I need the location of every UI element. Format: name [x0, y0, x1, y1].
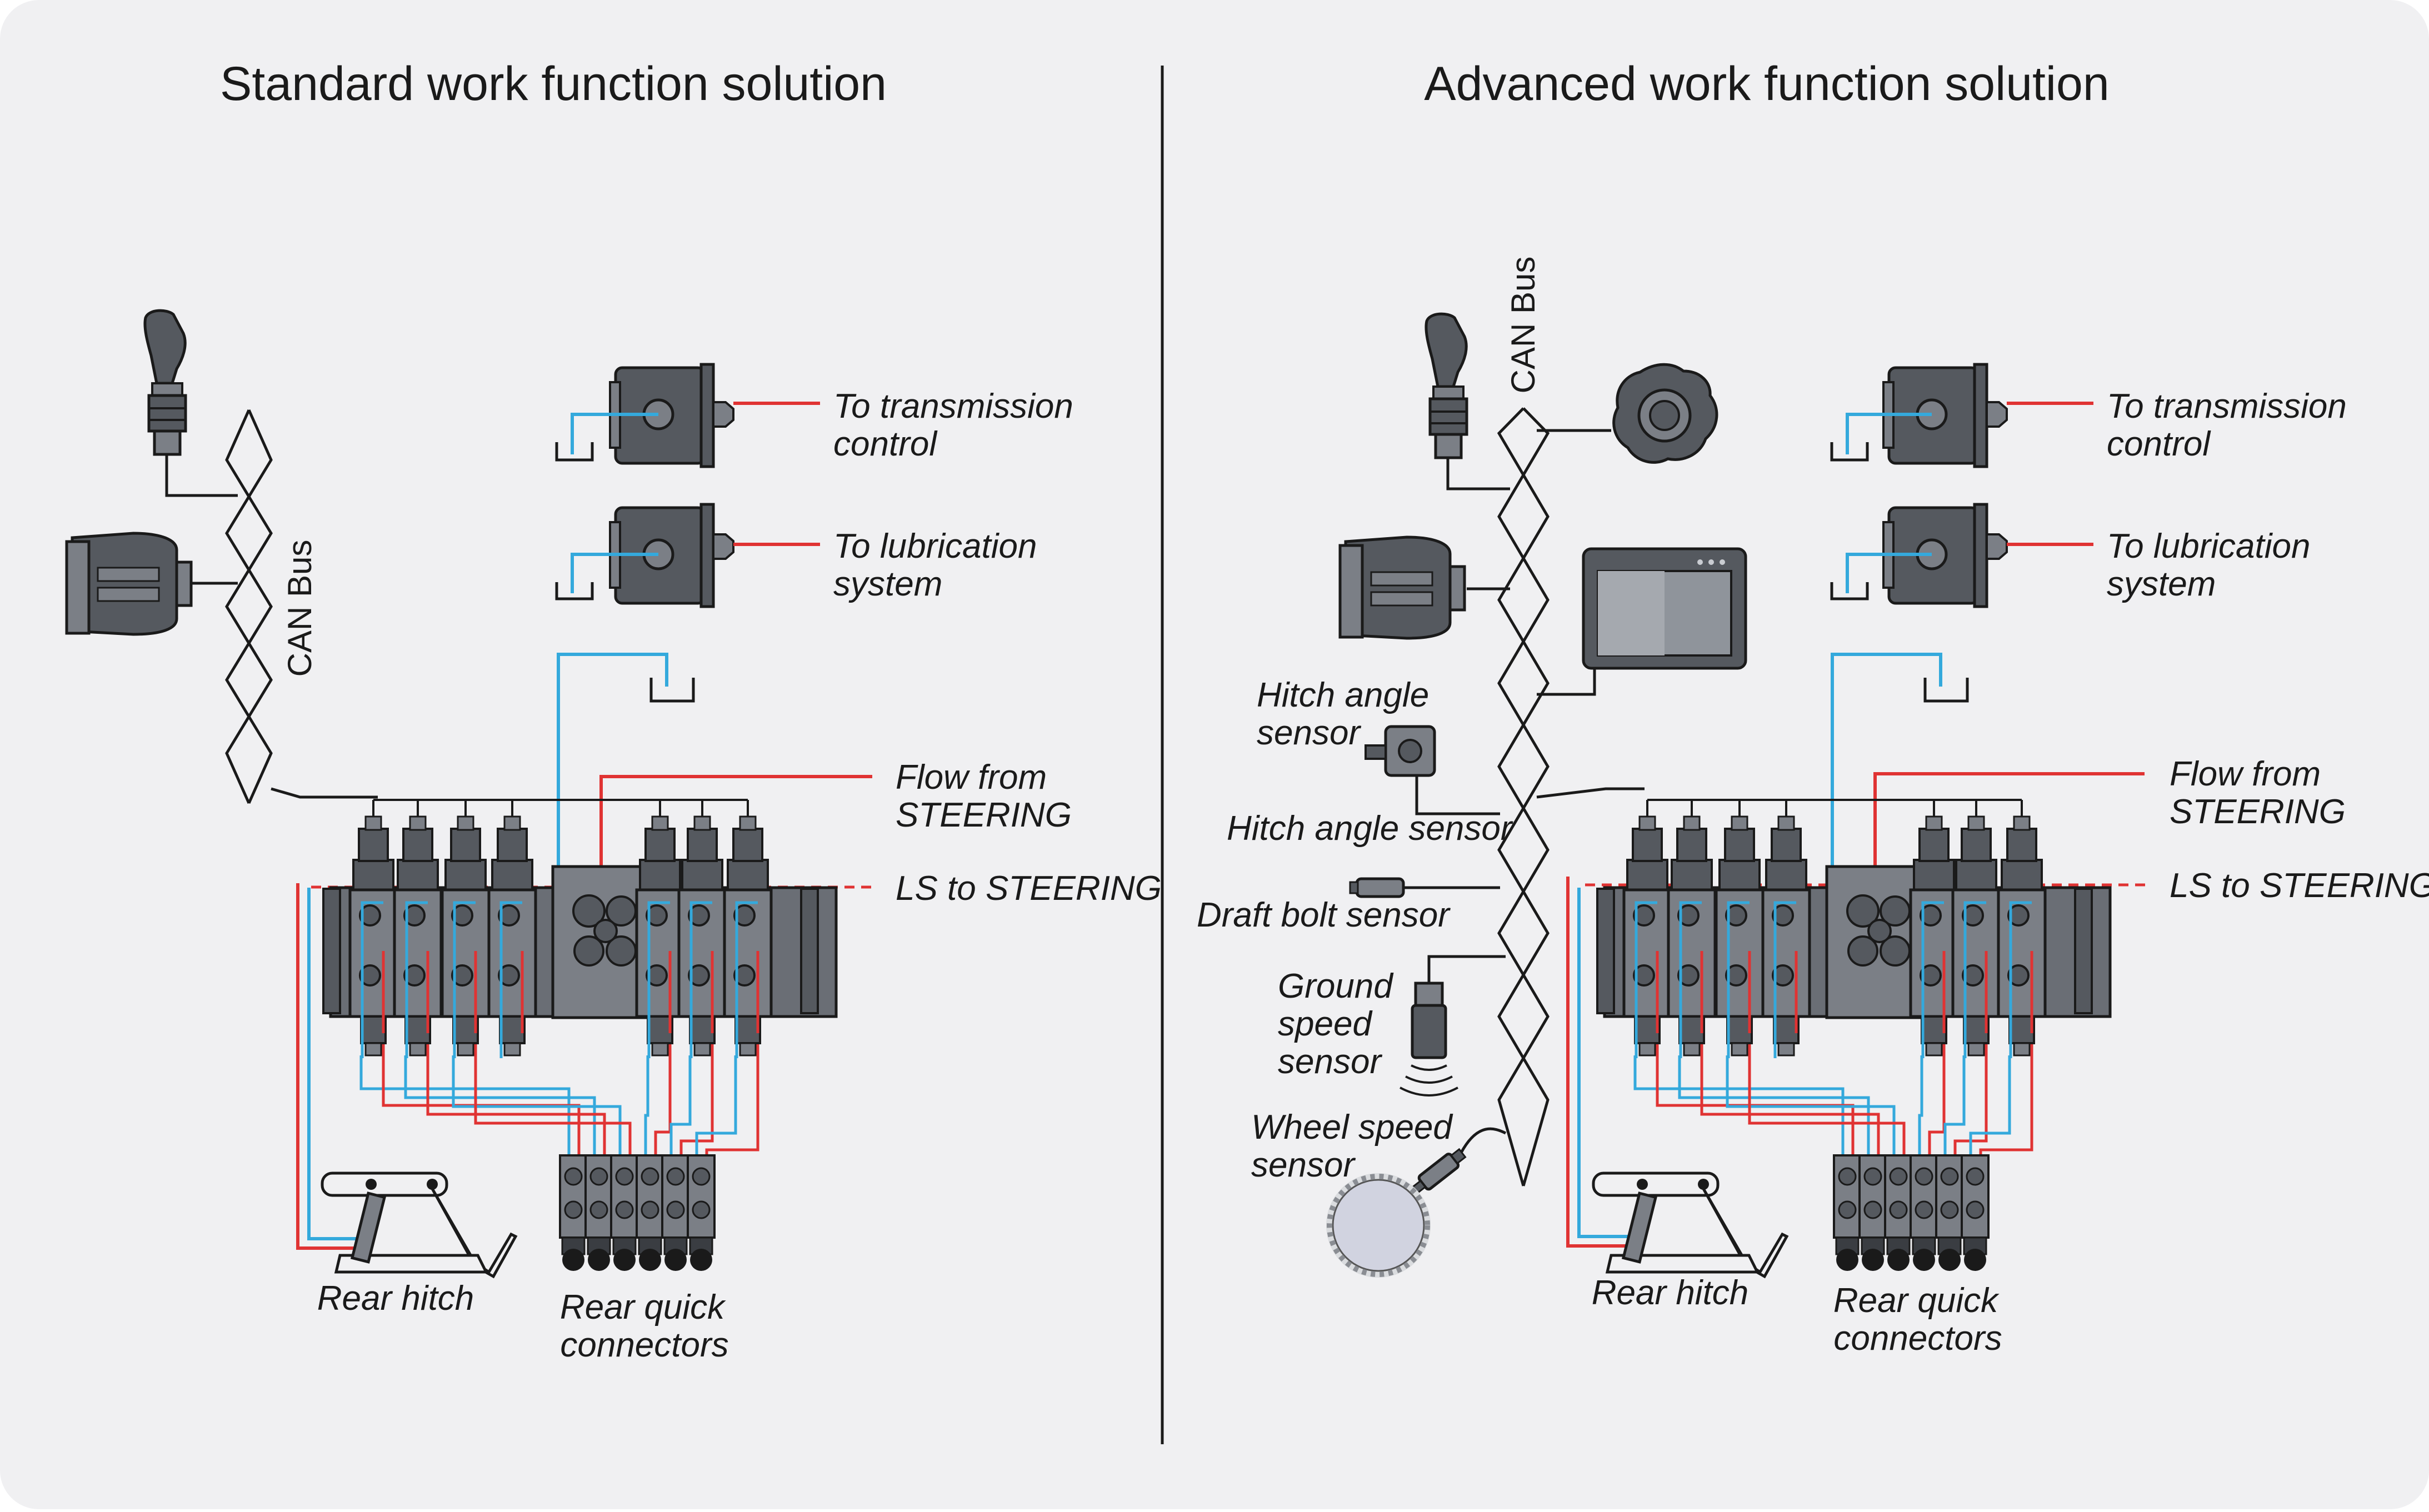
- adv-flow-from-steering-line: [1873, 772, 2145, 900]
- adv-valve-tank-symbol: [1923, 678, 1969, 703]
- adv-wheel-sensor-can-wire: [1460, 1127, 1507, 1154]
- adv-ground-speed-label-2: speed: [1278, 1005, 1373, 1043]
- adv-lubrication-tank-line: [1846, 553, 1932, 593]
- adv-armrest-control-icon: [1338, 535, 1466, 640]
- adv-rear-quick-label-2: connectors: [1833, 1319, 2002, 1358]
- adv-to-transmission-label-1: To transmission: [2107, 387, 2347, 425]
- adv-rear-quick-connectors-icon: [1833, 1154, 1990, 1271]
- flow-from-label-1: Flow from: [896, 758, 1047, 797]
- to-lubrication-label-1: To lubrication: [833, 527, 1037, 565]
- adv-rear-quick-label-1: Rear quick: [1833, 1281, 2000, 1320]
- can-bus-twisted-pair: [225, 409, 273, 804]
- adv-to-transmission-label-2: control: [2107, 425, 2211, 463]
- adv-valve-bank-icon: [1596, 799, 2112, 1158]
- valve-tank-symbol: [649, 678, 695, 703]
- adv-transmission-tank-symbol: [1830, 442, 1869, 462]
- adv-hitch-angle-sensor-label: Hitch angle sensor: [1227, 809, 1513, 848]
- lubrication-tank-symbol: [555, 582, 594, 600]
- adv-joystick-can-wire: [1446, 459, 1510, 490]
- adv-rotary-knob-icon: [1612, 363, 1718, 464]
- adv-can-bus-label: CAN Bus: [1505, 257, 1542, 394]
- adv-valve-can-wire: [1536, 787, 1645, 799]
- advanced-title: Advanced work function solution: [1424, 57, 2109, 111]
- adv-flow-from-label-1: Flow from: [2170, 755, 2321, 793]
- flow-from-steering-line: [599, 775, 872, 900]
- standard-title: Standard work function solution: [220, 57, 887, 111]
- lubrication-tank-line: [571, 553, 658, 593]
- to-transmission-label-1: To transmission: [833, 387, 1073, 425]
- adv-hitch-angle-sensor-icon: [1365, 725, 1436, 777]
- adv-rear-hitch-label: Rear hitch: [1592, 1274, 1749, 1312]
- ls-to-steering-label: LS to STEERING: [896, 869, 1162, 908]
- adv-ground-sensor-can-wire: [1427, 955, 1506, 983]
- adv-tone-wheel-icon: [1326, 1173, 1431, 1278]
- valve-can-wire: [271, 787, 378, 799]
- advanced-panel: CAN Bus: [1197, 257, 2429, 1358]
- adv-to-lubrication-label-1: To lubrication: [2107, 527, 2311, 565]
- adv-valve-tank-line: [1831, 653, 1942, 1011]
- rear-hitch-tank-line: [307, 888, 363, 1240]
- adv-to-lubrication-label-2: system: [2107, 565, 2216, 603]
- armrest-control-icon: [65, 532, 193, 636]
- valve-bank-icon: [322, 799, 838, 1158]
- adv-rear-hitch-tank-line: [1577, 888, 1635, 1238]
- adv-transmission-pump-icon: [1882, 363, 2008, 468]
- transmission-tank-line: [571, 413, 658, 454]
- to-transmission-label-2: control: [833, 425, 938, 463]
- adv-joystick-icon: [1425, 312, 1468, 459]
- transmission-pump-icon: [609, 363, 734, 468]
- adv-ground-speed-sensor-icon: [1400, 982, 1458, 1097]
- adv-display-can-wire: [1537, 664, 1596, 696]
- adv-draft-bolt-sensor-icon: [1349, 877, 1405, 898]
- adv-rear-hitch-pressure-line: [1566, 877, 1635, 1248]
- adv-hitch-angle-label-2: sensor: [1257, 714, 1361, 752]
- adv-wheel-speed-label-1: Wheel speed: [1251, 1108, 1453, 1146]
- adv-can-bus-twisted-pair: [1497, 407, 1550, 1186]
- adv-rear-hitch-icon: [1592, 1171, 1789, 1279]
- adv-ground-speed-label-3: sensor: [1278, 1043, 1382, 1081]
- adv-draft-bolt-label: Draft bolt sensor: [1197, 896, 1451, 934]
- standard-panel: CAN Bus: [65, 309, 1162, 1364]
- rear-quick-label-2: connectors: [560, 1326, 728, 1364]
- transmission-tank-symbol: [555, 442, 594, 462]
- rear-hitch-icon: [321, 1171, 518, 1279]
- rear-hitch-pressure-line: [296, 883, 363, 1250]
- adv-ground-speed-label-1: Ground: [1278, 967, 1394, 1005]
- flow-from-label-2: STEERING: [896, 796, 1072, 834]
- rear-quick-connectors-icon: [559, 1154, 716, 1271]
- can-bus-label: CAN Bus: [281, 540, 318, 677]
- adv-ls-to-steering-label: LS to STEERING: [2170, 867, 2429, 905]
- joystick-can-wire: [165, 455, 238, 497]
- rear-quick-label-1: Rear quick: [560, 1288, 726, 1326]
- adv-lubrication-tank-symbol: [1830, 582, 1869, 600]
- adv-flow-from-label-2: STEERING: [2170, 793, 2346, 831]
- adv-transmission-tank-line: [1846, 413, 1932, 454]
- adv-display-icon: [1582, 547, 1747, 670]
- rear-hitch-label: Rear hitch: [317, 1279, 474, 1318]
- to-lubrication-label-2: system: [833, 565, 942, 603]
- joystick-icon: [143, 309, 187, 456]
- adv-wheel-speed-label-2: sensor: [1251, 1146, 1356, 1184]
- adv-hitch-sensor-can-wire: [1415, 775, 1500, 815]
- adv-hitch-angle-label-1: Hitch angle: [1257, 676, 1429, 714]
- valve-tank-line: [557, 653, 668, 1011]
